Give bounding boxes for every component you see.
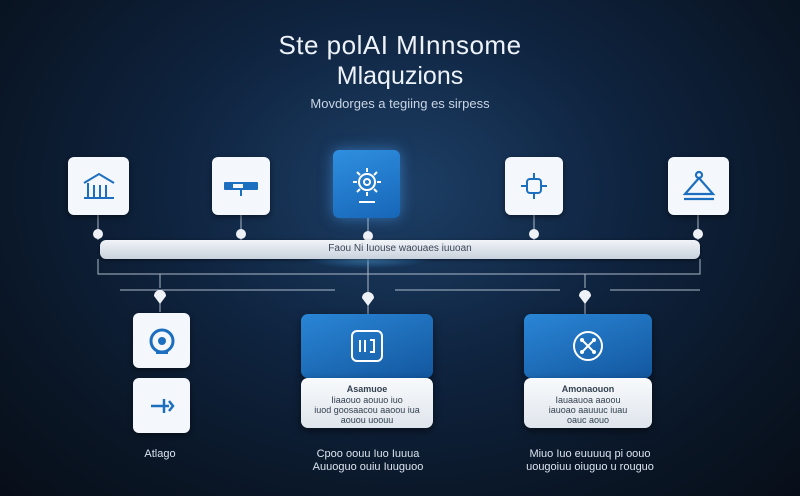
building-icon bbox=[81, 171, 117, 201]
network-nodes-icon bbox=[570, 328, 606, 364]
middle-caption-line-1: Cpoo oouu Iuo Iuuua bbox=[316, 448, 420, 460]
middle-card-header[interactable] bbox=[301, 314, 433, 378]
arrow-bar-icon bbox=[147, 391, 177, 421]
top-node-4[interactable] bbox=[505, 157, 563, 215]
diagram-subtitle: Movdorges a tegiing es sirpess bbox=[310, 96, 490, 111]
plug-connector-icon bbox=[517, 169, 551, 203]
top-node-2[interactable] bbox=[212, 157, 270, 215]
right-card-body: Amonaouon Iauaauoa aaoou iauoao aauuuc i… bbox=[524, 378, 652, 428]
slider-bar-icon bbox=[221, 174, 261, 198]
target-ring-icon bbox=[147, 326, 177, 356]
middle-card-line-3: aouou uoouu bbox=[340, 415, 394, 425]
right-caption-line-1: Miuo Iuo euuuuq pi oouo bbox=[529, 448, 651, 460]
middle-card-body: Asamuoe Iiaaouo aouuo iuo iuod goosaacou… bbox=[301, 378, 433, 428]
left-caption: Atlago bbox=[144, 448, 176, 460]
top-node-5[interactable] bbox=[668, 157, 729, 215]
diagram-title-line-1: Ste polAI MInnsome bbox=[278, 30, 522, 60]
right-card-title: Amonaouon bbox=[561, 384, 615, 394]
device-screen-icon bbox=[349, 328, 385, 364]
right-card-line-2: iauoao aauuuc iuau bbox=[548, 405, 628, 415]
top-node-1[interactable] bbox=[68, 157, 129, 215]
right-caption-line-2: uougoiuu oiuguo u rouguo bbox=[526, 461, 654, 473]
middle-card-line-2: iuod goosaacou aaoou iua bbox=[314, 405, 420, 415]
diagram-title-line-2: Mlaquzions bbox=[336, 62, 464, 90]
middle-card-line-1: Iiaaouo aouuo iuo bbox=[331, 395, 403, 405]
left-node-2[interactable] bbox=[133, 378, 190, 433]
middle-card-title: Asamuoe bbox=[346, 384, 388, 394]
right-card-line-3: oauc aouo bbox=[566, 415, 610, 425]
pipeline-bar-label: Faou Ni Iuouse waouaes iuuoan bbox=[328, 243, 472, 254]
pipeline-bar: Faou Ni Iuouse waouaes iuuoan bbox=[100, 240, 700, 259]
middle-caption-line-2: Auuoguo ouiu Iuuguoo bbox=[312, 461, 424, 473]
top-node-3[interactable] bbox=[333, 150, 400, 218]
left-node-1[interactable] bbox=[133, 313, 190, 368]
gear-network-icon bbox=[345, 162, 389, 206]
hanger-triangle-icon bbox=[680, 170, 718, 202]
right-card-line-1: Iauaauoa aaoou bbox=[555, 395, 621, 405]
right-card-header[interactable] bbox=[524, 314, 652, 378]
